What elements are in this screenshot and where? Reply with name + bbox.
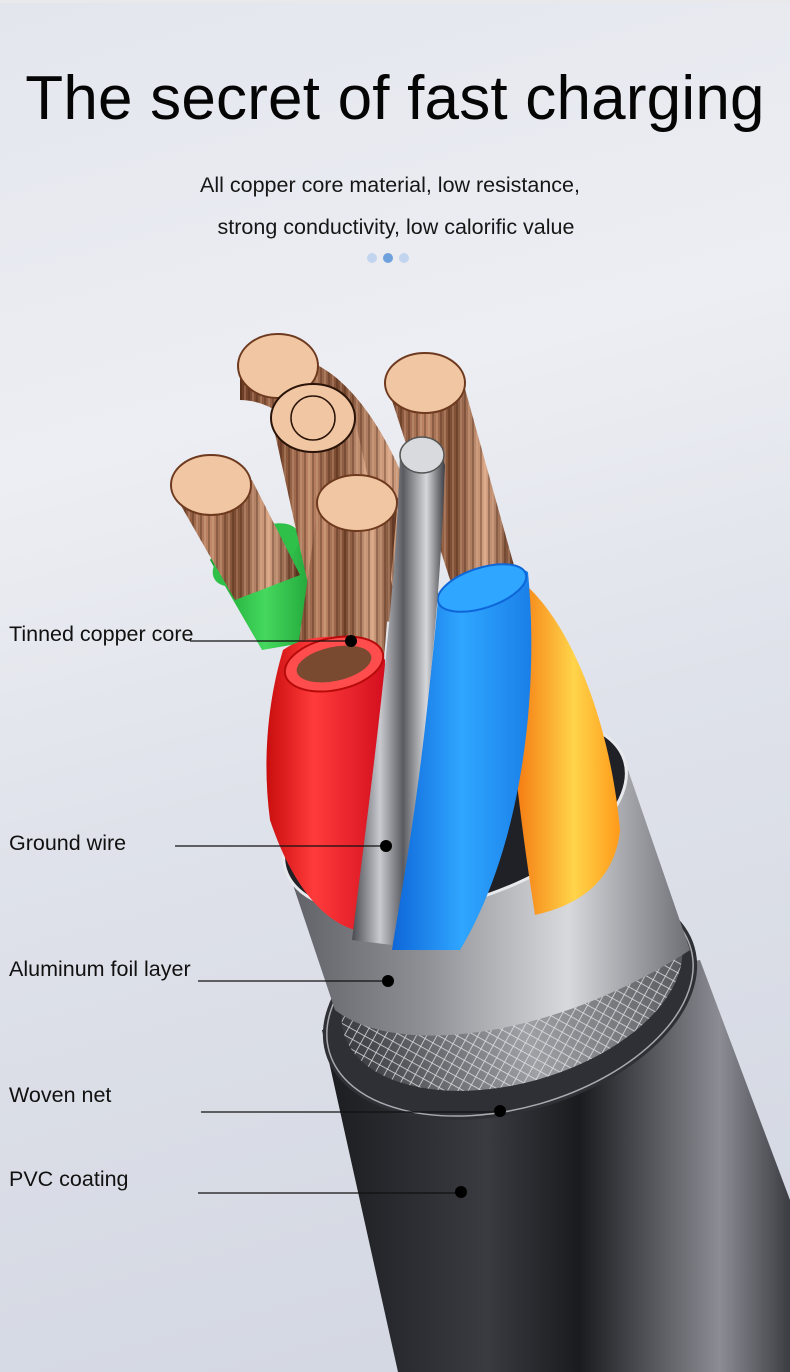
wire-red — [266, 635, 385, 930]
callout-dot-pvc-coating — [455, 1186, 467, 1198]
callout-dot-ground-wire — [380, 840, 392, 852]
label-pvc-coating: PVC coating — [9, 1167, 129, 1191]
carousel-dot[interactable] — [399, 253, 409, 263]
callout-lines — [175, 635, 506, 1198]
copper-core-blue — [384, 352, 518, 595]
subtitle-line-1: All copper core material, low resistance… — [200, 173, 580, 197]
callout-dot-woven-net — [494, 1105, 506, 1117]
copper-core-green — [170, 454, 300, 600]
page-title: The secret of fast charging — [25, 64, 765, 133]
carousel-indicator — [367, 253, 409, 263]
wire-blue — [392, 563, 532, 950]
label-ground-wire: Ground wire — [9, 831, 127, 855]
wire-orange — [505, 580, 620, 915]
callout-dot-tinned-copper — [345, 635, 357, 647]
subtitle-line-2: strong conductivity, low calorific value — [217, 215, 575, 239]
callout-dot-aluminum-foil — [382, 975, 394, 987]
label-tinned-copper-core: Tinned copper core — [9, 622, 194, 646]
carousel-dot-active[interactable] — [383, 253, 393, 263]
label-woven-net: Woven net — [9, 1083, 112, 1107]
top-border — [0, 0, 790, 3]
label-aluminum-foil-layer: Aluminum foil layer — [9, 957, 191, 981]
ground-wire — [352, 436, 445, 945]
carousel-dot[interactable] — [367, 253, 377, 263]
